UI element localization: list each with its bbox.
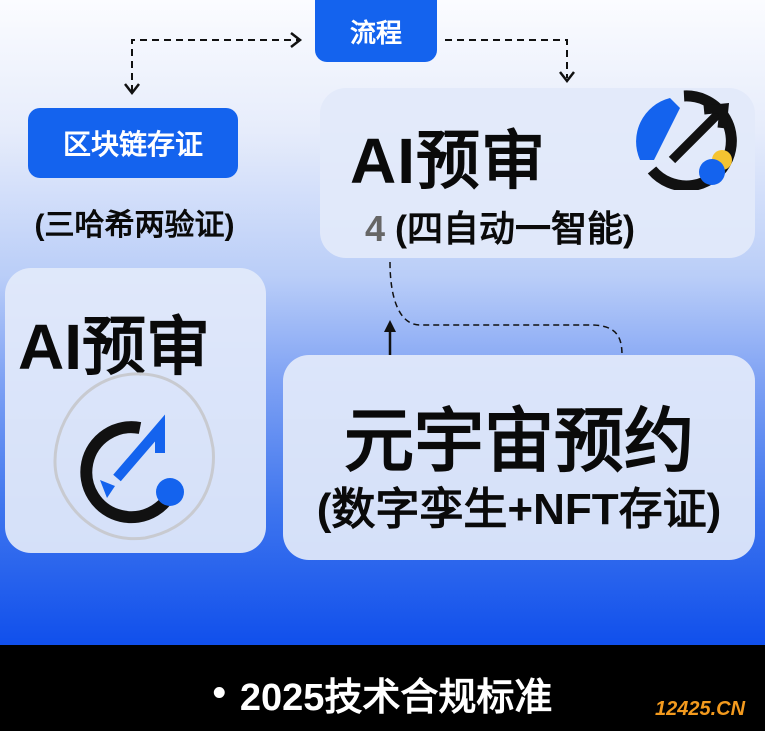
ai-seal-logo-icon: [53, 372, 215, 541]
ai-review-left-title: AI预审: [18, 311, 210, 383]
bullet-icon: •: [212, 671, 226, 714]
ai-review-number: 4: [365, 208, 386, 249]
ai-review-subtitle: (四自动一智能): [395, 208, 636, 249]
connector-line: [389, 261, 623, 356]
flow-button[interactable]: 流程: [315, 0, 437, 62]
flow-connectors: [124, 32, 623, 356]
metaverse-title: 元宇宙预约: [344, 402, 694, 480]
footer-banner: • 2025技术合规标准: [0, 645, 765, 731]
connector-line: [131, 39, 298, 92]
metaverse-subtitle: (数字孪生+NFT存证): [316, 485, 722, 534]
metaverse-card: 元宇宙预约 (数字孪生+NFT存证): [283, 355, 755, 560]
flow-label: 流程: [349, 17, 402, 48]
arrow-down-icon: [124, 83, 140, 96]
footer-text: 2025技术合规标准: [239, 676, 553, 719]
arrow-down-icon: [559, 71, 575, 84]
watermark: 12425.CN: [655, 698, 746, 720]
ai-review-card-top: AI预审 4 (四自动一智能): [320, 88, 755, 258]
connector-line: [445, 39, 568, 78]
blockchain-subtitle: (三哈希两验证): [34, 209, 235, 242]
blockchain-button[interactable]: 区块链存证: [28, 108, 238, 178]
blockchain-label: 区块链存证: [62, 129, 203, 160]
arrow-right-icon: [290, 32, 303, 48]
ai-logo-icon: [636, 90, 737, 190]
ai-review-card-left: AI预审: [5, 268, 266, 553]
ai-review-title: AI预审: [350, 125, 546, 197]
arrow-up-icon: [384, 320, 396, 332]
